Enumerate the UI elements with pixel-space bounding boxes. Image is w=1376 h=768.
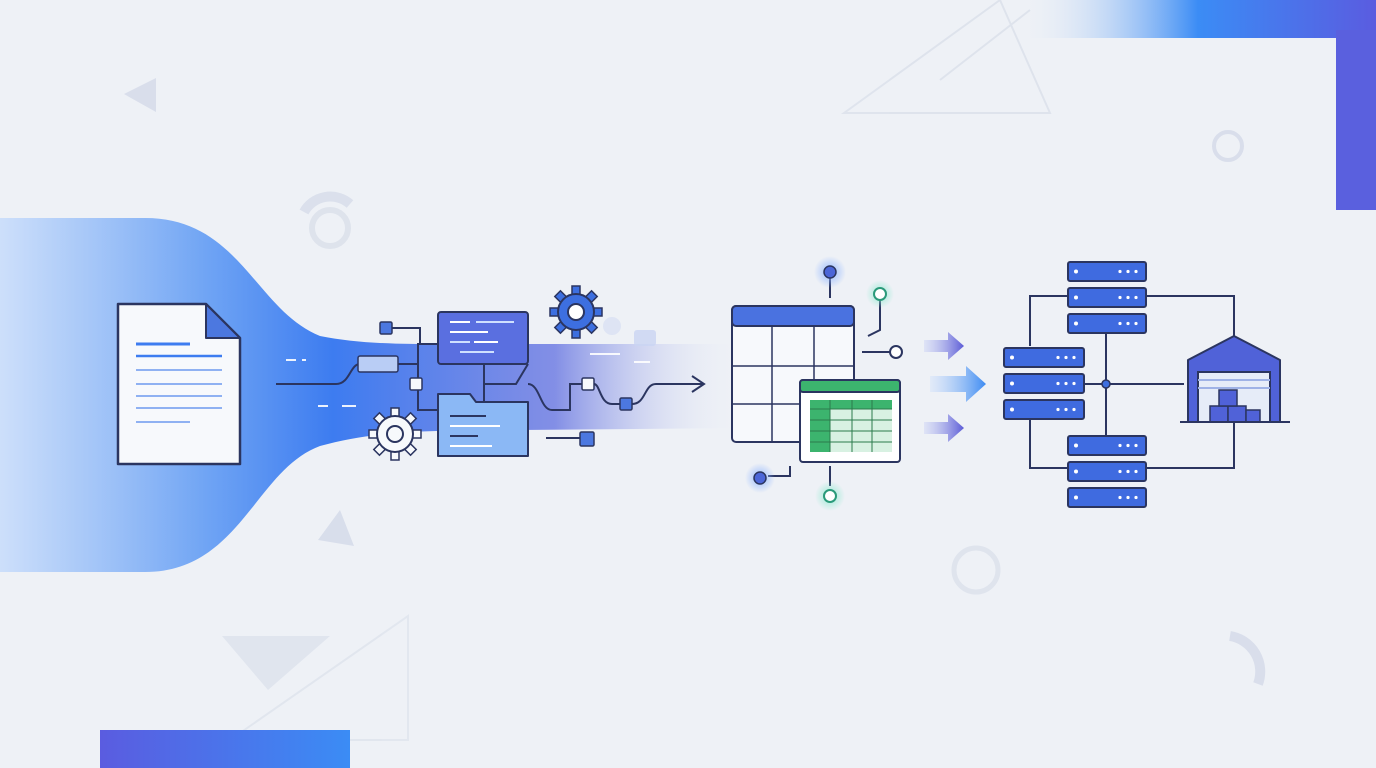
triangle-shape — [840, 0, 1052, 114]
pin-node — [753, 471, 767, 485]
pin-node — [823, 265, 837, 279]
arc-shape — [299, 191, 354, 215]
node-square — [634, 330, 656, 346]
triangle-shape — [318, 510, 354, 546]
arrow-right-icon — [930, 366, 986, 402]
transfer-arrows — [924, 332, 986, 442]
bottom-left-gradient-bar — [100, 730, 350, 768]
background-decorations — [124, 0, 1266, 741]
ring-shape — [309, 207, 351, 249]
pin-node — [889, 345, 903, 359]
server-rack-icon — [1003, 347, 1085, 420]
data-stream-funnel — [0, 218, 740, 572]
arrow-right-icon — [691, 375, 706, 393]
spreadsheet-icon — [799, 379, 901, 463]
document-icon — [116, 302, 242, 466]
stream-dashes — [286, 353, 650, 407]
network-hub-node — [1101, 379, 1111, 389]
ring-shape — [951, 545, 1001, 595]
decor-line — [939, 9, 1031, 81]
node-square — [409, 377, 423, 391]
ring-shape — [1212, 130, 1244, 162]
node-square — [379, 321, 393, 335]
connector-nodes — [357, 321, 656, 447]
triangle-shape — [124, 78, 156, 112]
top-right-gradient-bar — [1020, 0, 1376, 38]
node-square — [619, 397, 633, 411]
node-square — [581, 377, 595, 391]
server-network-wiring — [1029, 295, 1235, 469]
arrow-right-icon — [924, 414, 964, 442]
gear-icon — [368, 407, 422, 461]
triangle-shape — [226, 614, 409, 741]
arc-shape — [1228, 631, 1266, 686]
server-rack-icon — [1067, 435, 1147, 508]
pin-node — [873, 287, 887, 301]
triangle-shape — [222, 636, 330, 690]
node-square — [357, 355, 399, 373]
folder-icon — [437, 393, 529, 457]
code-window-icon — [437, 311, 529, 365]
corner-accents — [100, 0, 1376, 768]
gear-icon — [549, 285, 603, 339]
server-rack-icon — [1067, 261, 1147, 334]
node-square — [579, 431, 595, 447]
warehouse-icon — [1180, 335, 1290, 423]
connector-pins — [745, 256, 903, 511]
arrow-right-icon — [924, 332, 964, 360]
right-edge-bar — [1336, 30, 1376, 210]
gear-icon — [603, 317, 621, 335]
pin-node — [823, 489, 837, 503]
